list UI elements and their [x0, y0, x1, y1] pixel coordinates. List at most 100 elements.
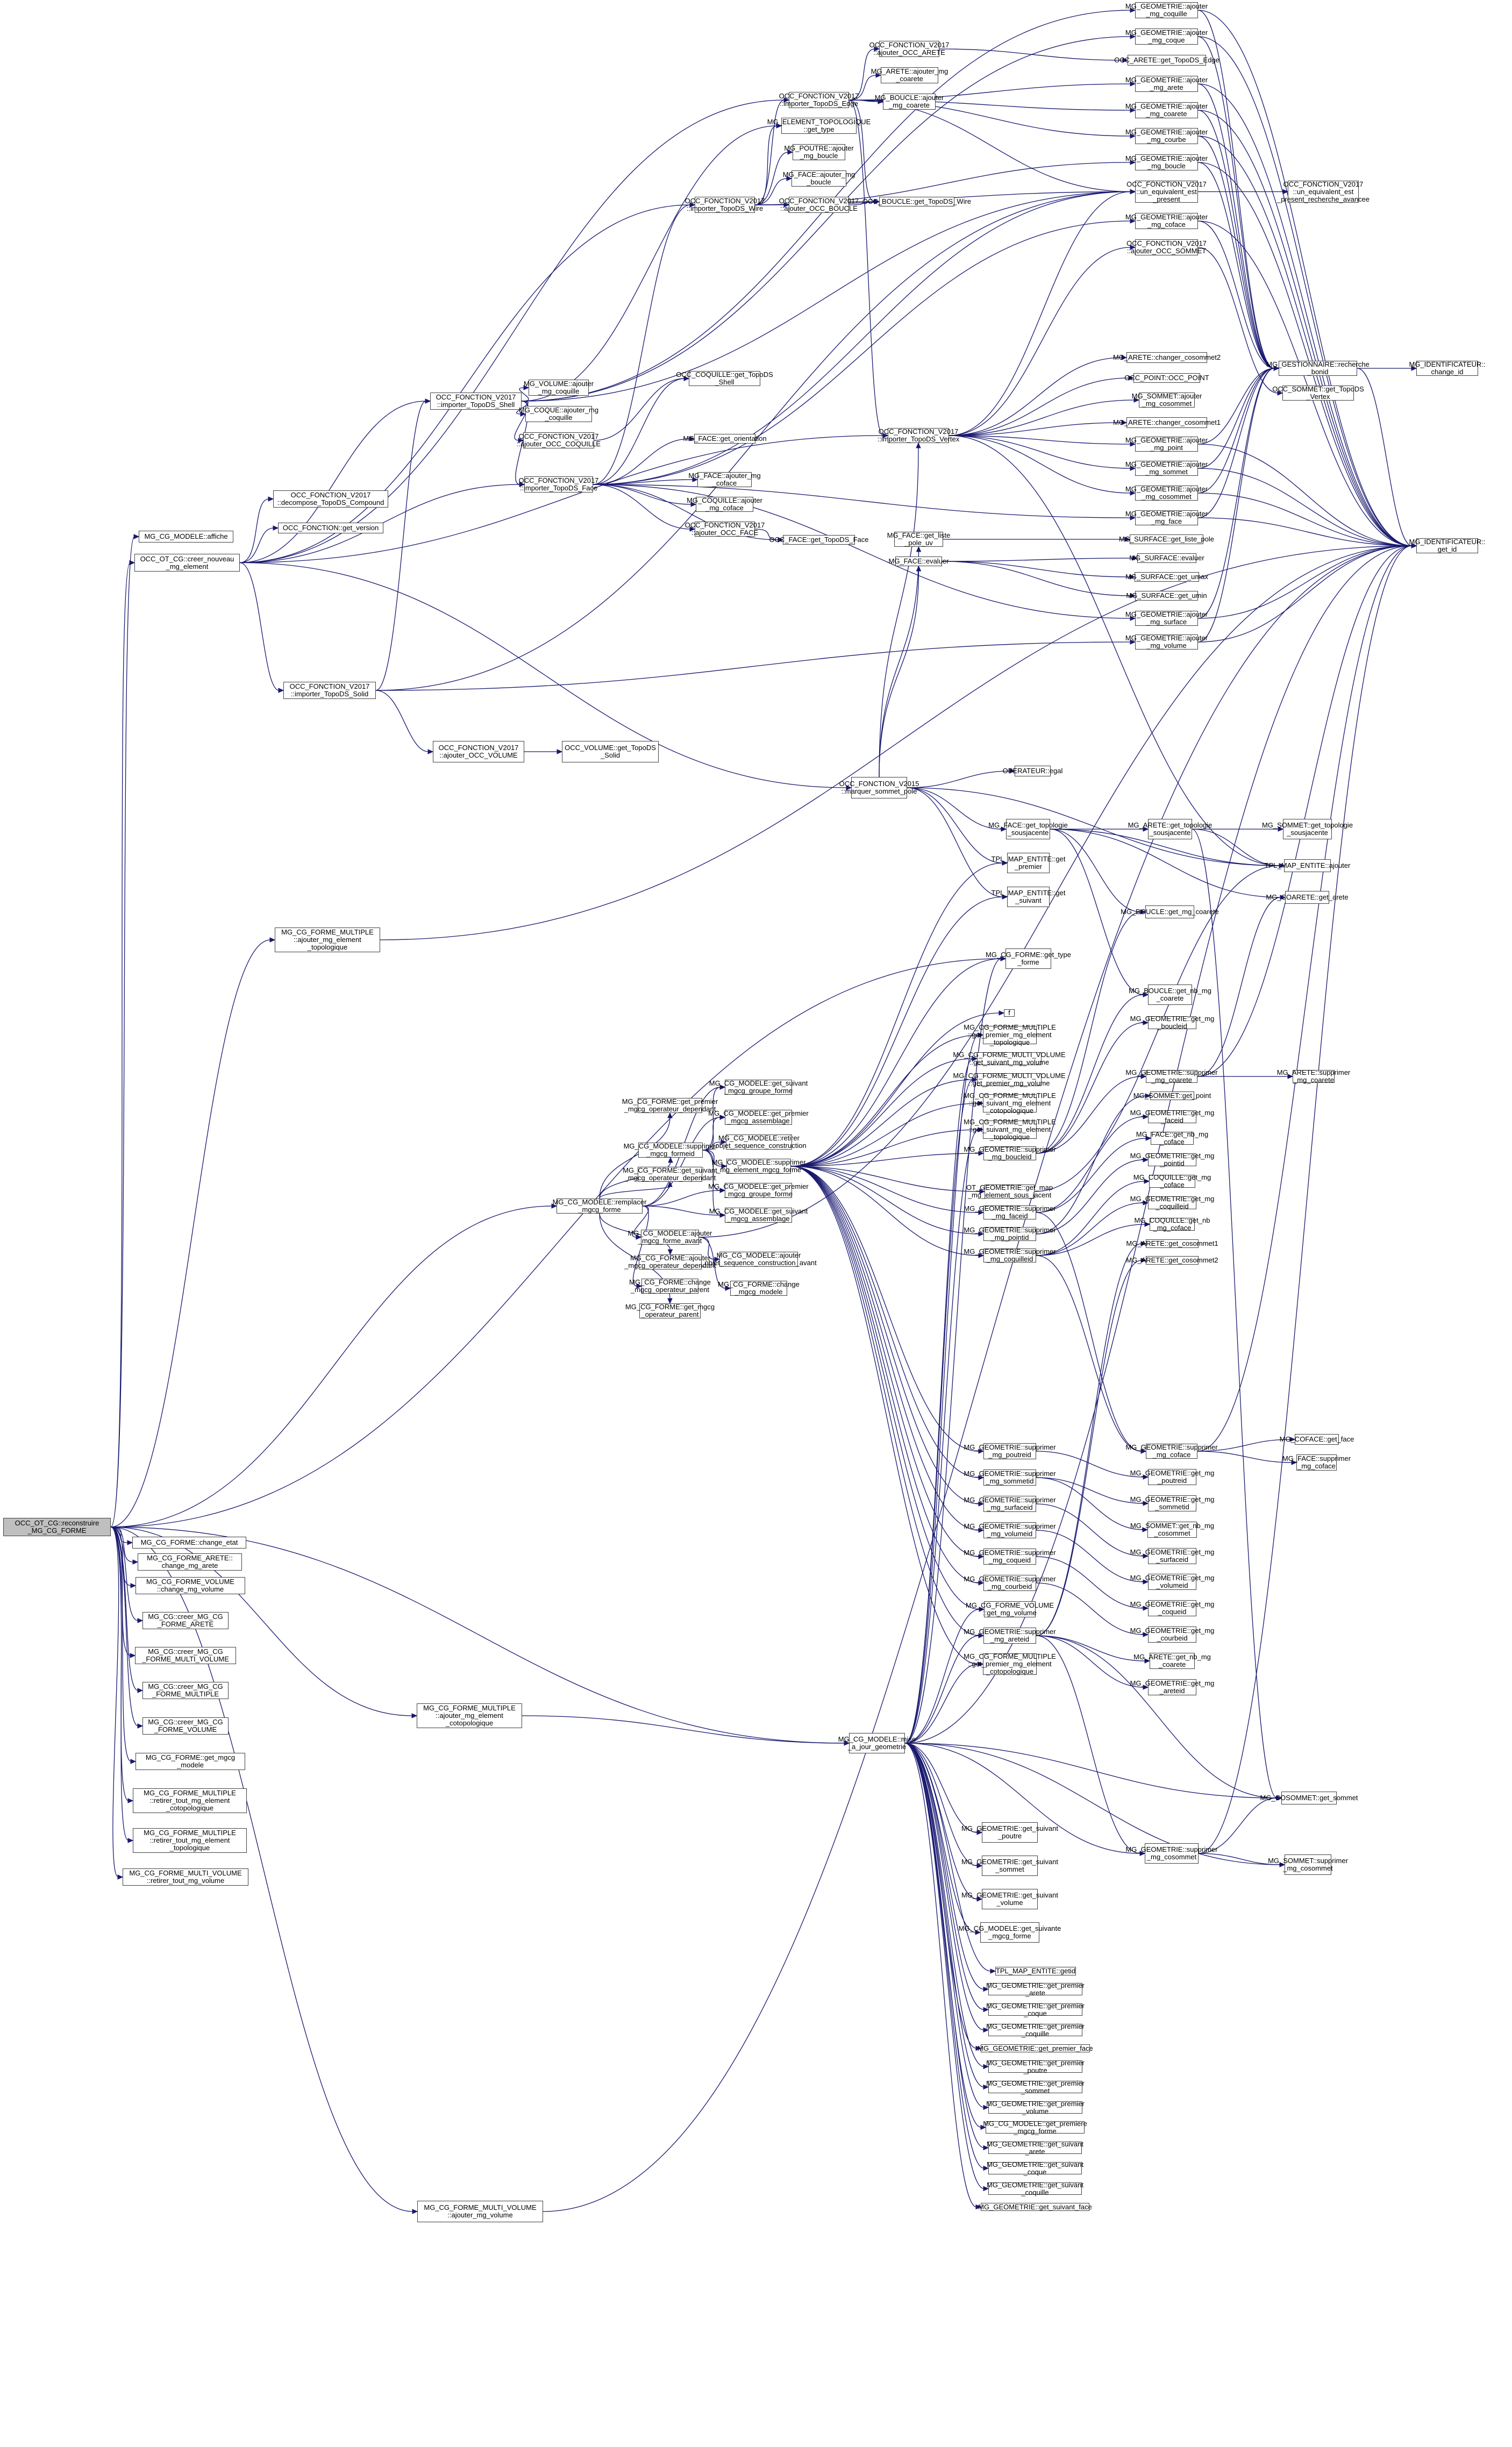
node-geometrie-ajouter-coquille[interactable]: MG_GEOMETRIE::ajouter _mg_coquille [1125, 2, 1208, 18]
node-modele-suivante-forme[interactable]: MG_CG_MODELE::get_suivante _mgcg_forme [959, 1922, 1061, 1943]
node-modele-retirer-sequence[interactable]: MG_CG_MODELE::retirer _objet_sequence_co… [711, 1134, 807, 1150]
node-forme-ajouter-opdep[interactable]: MG_CG_FORME::ajouter _mgcg_operateur_dep… [624, 1254, 716, 1269]
node-geometrie-get-poutreid[interactable]: MG_GEOMETRIE::get_mg _poutreid [1130, 1469, 1215, 1485]
node-geometrie-get-areteid[interactable]: MG_GEOMETRIE::get_mg _areteid [1130, 1679, 1215, 1695]
node-forme-change-oppar[interactable]: MG_CG_FORME::change _mgcg_operateur_pare… [629, 1278, 711, 1294]
node-occ-volume-get[interactable]: OCC_VOLUME::get_TopoDS _Solid [562, 741, 659, 762]
node-identificateur-change-id[interactable]: MG_IDENTIFICATEUR:: change_id [1409, 360, 1486, 376]
node-ajouter-occ-face[interactable]: OCC_FONCTION_V2017 ::ajouter_OCC_FACE [684, 521, 765, 537]
node-sommet-supprimer-cosommet[interactable]: MG_SOMMET::supprimer _mg_cosommet [1268, 1854, 1348, 1875]
node-modele-suivant-groupe[interactable]: MG_CG_MODELE::get_suivant _mgcg_groupe_f… [709, 1079, 808, 1095]
node-face-ajouter-coface[interactable]: MG_FACE::ajouter_mg _coface [688, 472, 761, 487]
node-arete-changer-cosommet1[interactable]: MG_ARETE::changer_cosommet1 [1113, 417, 1221, 428]
node-coquille-get-nb-coface[interactable]: MG_COQUILLE::get_nb _mg_coface [1134, 1216, 1210, 1232]
node-forme-premier-opdep[interactable]: MG_CG_FORME::get_premier _mgcg_operateur… [622, 1097, 718, 1113]
node-supprimer-boucleid[interactable]: MG_GEOMETRIE::supprimer _mg_boucleid [964, 1145, 1056, 1161]
node-sommet-get-nb-cosommet[interactable]: MG_SOMMET::get_nb_mg _cosommet [1130, 1522, 1215, 1538]
node-ajouter-occ-arete[interactable]: OCC_FONCTION_V2017 ::ajouter_OCC_ARETE [869, 41, 950, 57]
node-creer-forme-arete[interactable]: MG_CG::creer_MG_CG _FORME_ARETE [142, 1612, 229, 1629]
node-operateur-egal[interactable]: OPERATEUR::egal [1003, 766, 1062, 776]
node-geometrie-suivant-volume[interactable]: MG_GEOMETRIE::get_suivant _volume [961, 1889, 1058, 1909]
node-ajouter-occ-sommet[interactable]: OCC_FONCTION_V2017 ::ajouter_OCC_SOMMET [1126, 239, 1207, 255]
node-geometrie-ajouter-boucle[interactable]: MG_GEOMETRIE::ajouter _mg_boucle [1125, 154, 1208, 170]
node-identificateur-get-id[interactable]: MG_IDENTIFICATEUR:: get_id [1409, 538, 1486, 553]
node-modele-premier-groupe[interactable]: MG_CG_MODELE::get_premier _mgcg_groupe_f… [708, 1182, 809, 1198]
node-multiple-ajouter-cotopo[interactable]: MG_CG_FORME_MULTIPLE ::ajouter_mg_elemen… [417, 1703, 522, 1728]
node-geometrie-get-coqueid[interactable]: MG_GEOMETRIE::get_mg _coqueid [1130, 1600, 1215, 1616]
node-coquille-ajouter-coface[interactable]: MG_COQUILLE::ajouter _mg_coface [687, 496, 762, 512]
node-boucle-ajouter-coarete[interactable]: MG_BOUCLE::ajouter _mg_coarete [874, 94, 944, 110]
node-occ-sommet-get[interactable]: OCC_SOMMET::get_TopoDS _Vertex [1272, 385, 1364, 401]
node-geometrie-get-coquilleid[interactable]: MG_GEOMETRIE::get_mg _coquilleid [1130, 1195, 1215, 1210]
node-multiple-retirer-topo[interactable]: MG_CG_FORME_MULTIPLE ::retirer_tout_mg_e… [133, 1828, 247, 1853]
node-supprimer-element-forme[interactable]: MG_CG_MODELE::supprimer _mg_element_mgcg… [711, 1158, 806, 1174]
node-importer-edge[interactable]: OCC_FONCTION_V2017 ::importer_TopoDS_Edg… [779, 92, 859, 108]
node-geometrie-get-volumeid[interactable]: MG_GEOMETRIE::get_mg _volumeid [1130, 1574, 1215, 1590]
node-f[interactable]: f [1004, 1009, 1015, 1017]
node-face-get-nb-coface[interactable]: MG_FACE::get_nb_mg _coface [1136, 1130, 1209, 1146]
node-mise-a-jour-geometrie[interactable]: MG_CG_MODELE::mise _a_jour_geometrie [838, 1733, 916, 1753]
node-supprimer-cosommet[interactable]: MG_GEOMETRIE::supprimer _mg_cosommet [1125, 1843, 1218, 1864]
node-geometrie-get-courbeid[interactable]: MG_GEOMETRIE::get_mg _courbeid [1130, 1626, 1215, 1643]
node-geometrie-premier-face[interactable]: MG_GEOMETRIE::get_premier_face [978, 2044, 1093, 2052]
node-supprimer-coface[interactable]: MG_GEOMETRIE::supprimer _mg_coface [1125, 1443, 1218, 1459]
node-face-supprimer-coface[interactable]: MG_FACE::supprimer _mg_coface [1282, 1454, 1351, 1471]
node-coque-ajouter-coquille[interactable]: MG_COQUE::ajouter_mg _coquille [518, 406, 599, 422]
node-forme-get-modele[interactable]: MG_CG_FORME::get_mgcg _modele [135, 1753, 245, 1770]
node-surface-get-liste-pole[interactable]: MG_SURFACE::get_liste_pole [1118, 534, 1215, 544]
node-occ-point[interactable]: OCC_POINT::OCC_POINT [1124, 373, 1209, 383]
node-geometrie-ajouter-point[interactable]: MG_GEOMETRIE::ajouter _mg_point [1125, 436, 1208, 452]
node-geometrie-suivant-sommet[interactable]: MG_GEOMETRIE::get_suivant _sommet [961, 1856, 1058, 1876]
node-boucle-get-coarete[interactable]: MG_BOUCLE::get_mg_coarete [1121, 905, 1219, 918]
node-geometrie-get-sommetid[interactable]: MG_GEOMETRIE::get_mg _sommetid [1130, 1495, 1215, 1511]
node-remplacer-forme[interactable]: MG_CG_MODELE::remplacer _mgcg_forme [552, 1198, 647, 1214]
node-multiple-suivant-topo[interactable]: MG_CG_FORME_MULTIPLE ::get_suivant_mg_el… [964, 1118, 1056, 1141]
node-geometrie-suivant-arete[interactable]: MG_GEOMETRIE::get_suivant _arete [987, 2139, 1083, 2156]
node-occ-coquille-get[interactable]: OCC_COQUILLE::get_TopoDS _Shell [676, 370, 773, 386]
node-arete-get-topologie[interactable]: MG_ARETE::get_topologie _sousjacente [1128, 819, 1212, 839]
node-multi-volume-premier[interactable]: MG_CG_FORME_MULTI_VOLUME ::get_premier_m… [953, 1072, 1066, 1087]
node-geometrie-premier-coque[interactable]: MG_GEOMETRIE::get_premier _coque [986, 2001, 1085, 2017]
node-geometrie-ajouter-surface[interactable]: MG_GEOMETRIE::ajouter _mg_surface [1125, 610, 1208, 626]
node-modele-suivant-assemblage[interactable]: MG_CG_MODELE::get_suivant _mgcg_assembla… [709, 1207, 808, 1223]
node-multiple-premier-cotopo[interactable]: MG_CG_FORME_MULTIPLE ::get_premier_mg_el… [964, 1652, 1056, 1675]
node-creer-forme-multiple[interactable]: MG_CG::creer_MG_CG _FORME_MULTIPLE [142, 1682, 229, 1699]
node-modele-ajouter-sequence-avant[interactable]: MG_CG_MODELE::ajouter _objet_sequence_co… [701, 1251, 817, 1267]
node-arete-get-nb-coarete[interactable]: MG_ARETE::get_nb_mg _coarete [1133, 1653, 1211, 1669]
node-surface-get-umax[interactable]: MG_SURFACE::get_umax [1125, 572, 1208, 582]
node-occ-boucle-get[interactable]: OCC_BOUCLE::get_TopoDS_Wire [862, 197, 972, 206]
node-cosommet-get-sommet[interactable]: MG_COSOMMET::get_sommet [1260, 1792, 1358, 1804]
node-supprimer-formeid[interactable]: MG_CG_MODELE::supprimer _mgcg_formeid [623, 1142, 718, 1158]
node-geometrie-get-pointid[interactable]: MG_GEOMETRIE::get_mg _pointid [1130, 1152, 1215, 1167]
node-multiple-suivant-cotopo[interactable]: MG_CG_FORME_MULTIPLE ::get_suivant_mg_el… [964, 1091, 1056, 1115]
node-importer-shell[interactable]: OCC_FONCTION_V2017 ::importer_TopoDS_She… [430, 393, 522, 410]
node-forme-get-oppar[interactable]: MG_CG_FORME::get_mgcg _operateur_parent [625, 1303, 715, 1318]
node-surface-evaluer[interactable]: MG_SURFACE::evaluer [1129, 553, 1204, 563]
node-forme-suivant-opdep[interactable]: MG_CG_FORME::get_suivant _mgcg_operateur… [623, 1166, 717, 1182]
node-geometrie-get-surfaceid[interactable]: MG_GEOMETRIE::get_mg _surfaceid [1130, 1548, 1215, 1564]
node-element-topo-get-type[interactable]: MG_ELEMENT_TOPOLOGIQUE ::get_type [767, 118, 871, 134]
node-arete-get-cosommet2[interactable]: MG_ARETE::get_cosommet2 [1126, 1256, 1218, 1265]
node-geometrie-suivant-coquille[interactable]: MG_GEOMETRIE::get_suivant _coquille [987, 2180, 1083, 2196]
node-tpl-getid[interactable]: TPL_MAP_ENTITE::getid [995, 1967, 1076, 1975]
node-face-get-orientation[interactable]: MG_FACE::get_orientation [683, 434, 767, 444]
node-arete-ajouter-coarete[interactable]: MG_ARETE::ajouter_mg _coarete [871, 67, 948, 83]
node-get-version[interactable]: OCC_FONCTION::get_version [278, 523, 383, 533]
node-tpl-ajouter[interactable]: TPL_MAP_ENTITE::ajouter [1265, 859, 1350, 872]
node-geometrie-ajouter-coface[interactable]: MG_GEOMETRIE::ajouter _mg_coface [1125, 213, 1208, 229]
node-supprimer-volumeid[interactable]: MG_GEOMETRIE::supprimer _mg_volumeid [964, 1522, 1056, 1538]
node-sommet-ajouter-cosommet[interactable]: MG_SOMMET::ajouter _mg_cosommet [1131, 392, 1202, 408]
node-decompose-compound[interactable]: OCC_FONCTION_V2017 ::decompose_TopoDS_Co… [273, 490, 388, 508]
node-geometrie-premier-volume[interactable]: MG_GEOMETRIE::get_premier _volume [986, 2099, 1085, 2115]
node-creer-nouveau[interactable]: OCC_OT_CG::creer_nouveau _mg_element [134, 554, 240, 572]
node-forme-arete-change[interactable]: MG_CG_FORME_ARETE:: change_mg_arete [138, 1553, 242, 1571]
node-affiche[interactable]: MG_CG_MODELE::affiche [139, 531, 233, 543]
node-geometrie-ajouter-sommet[interactable]: MG_GEOMETRIE::ajouter _mg_sommet [1125, 460, 1208, 476]
node-multiple-premier-topo[interactable]: MG_CG_FORME_MULTIPLE ::get_premier_mg_el… [964, 1023, 1056, 1046]
node-supprimer-surfaceid[interactable]: MG_GEOMETRIE::supprimer _mg_surfaceid [964, 1496, 1056, 1512]
node-tpl-get-suivant[interactable]: TPL_MAP_ENTITE::get _suivant [992, 887, 1066, 907]
node-forme-change-etat[interactable]: MG_CG_FORME::change_etat [132, 1537, 246, 1549]
node-un-equivalent-est-present[interactable]: OCC_FONCTION_V2017 ::un_equivalent_est _… [1126, 180, 1207, 203]
node-supprimer-poutreid[interactable]: MG_GEOMETRIE::supprimer _mg_poutreid [964, 1443, 1056, 1459]
node-sommet-get-point[interactable]: MG_SOMMET::get_point [1133, 1091, 1211, 1100]
